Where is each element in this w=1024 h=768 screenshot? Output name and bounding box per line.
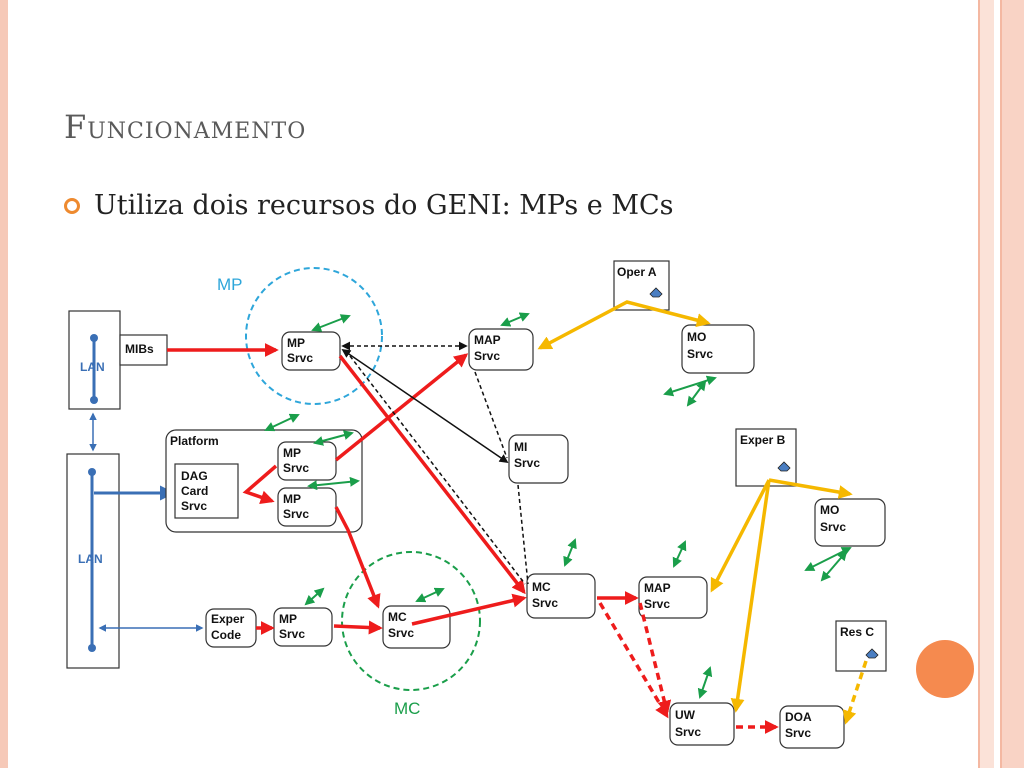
mp-srvc-bottom-l2: Srvc <box>279 627 305 641</box>
map-srvc-top-l2: Srvc <box>474 349 500 363</box>
mp-circle-label: MP <box>217 275 243 294</box>
mc-srvc-box <box>526 573 596 619</box>
mibs-label: MIBs <box>125 342 154 356</box>
mc-srvc-circle-l1: MC <box>388 610 407 624</box>
right-decor-stripe-outer <box>1000 0 1024 768</box>
mc-srvc-circle-l2: Srvc <box>388 626 414 640</box>
mo-srvc-top-l1: MO <box>687 330 706 344</box>
left-decor-stripe <box>0 0 8 768</box>
user-icon <box>649 287 663 298</box>
bullet-circle-icon <box>64 197 80 214</box>
mc-srvc-l2: Srvc <box>532 596 558 610</box>
dag-line-1: DAG <box>181 469 208 483</box>
mp-srvc-top-l2: Srvc <box>287 351 313 365</box>
lan-top-label: LAN <box>80 360 105 374</box>
mc-highlight-circle <box>341 551 481 691</box>
mo-srvc-right-l2: Srvc <box>820 520 846 534</box>
slide-title: Funcionamento <box>64 108 307 146</box>
user-icon <box>865 648 879 659</box>
uw-srvc-l2: Srvc <box>675 725 701 739</box>
exper-code-l2: Code <box>211 628 241 642</box>
mp-srvc-bottom-l1: MP <box>279 612 297 626</box>
doa-srvc-l1: DOA <box>785 710 812 724</box>
map-srvc-mid-l1: MAP <box>644 581 671 595</box>
res-c-label: Res C <box>840 625 874 639</box>
mc-srvc-circle-box <box>382 605 451 649</box>
platform-label: Platform <box>170 434 219 448</box>
mp-srvc-p2-l1: MP <box>283 492 301 506</box>
mibs-box <box>119 334 168 366</box>
oper-a-box <box>613 260 670 311</box>
mp-srvc-platform-1 <box>277 441 337 481</box>
doa-srvc-l2: Srvc <box>785 726 811 740</box>
mp-srvc-top-l1: MP <box>287 336 305 350</box>
mp-srvc-p1-l1: MP <box>283 446 301 460</box>
map-srvc-mid <box>638 576 708 619</box>
doa-srvc-box <box>779 705 845 749</box>
map-srvc-mid-l2: Srvc <box>644 597 670 611</box>
user-icon <box>777 461 791 472</box>
lan-bottom-label: LAN <box>78 552 103 566</box>
exper-b-label: Exper B <box>740 433 786 447</box>
uw-srvc-box <box>669 702 735 746</box>
dag-line-3: Srvc <box>181 499 207 513</box>
right-decor-stripe-inner <box>978 0 994 768</box>
mp-srvc-top <box>281 331 341 371</box>
mi-srvc-l2: Srvc <box>514 456 540 470</box>
dag-line-2: Card <box>181 484 208 498</box>
exper-b-box <box>735 428 797 487</box>
uw-srvc-l1: UW <box>675 708 696 722</box>
mp-highlight-circle <box>245 267 383 405</box>
mp-srvc-p2-l2: Srvc <box>283 507 309 521</box>
map-srvc-top-l1: MAP <box>474 333 501 347</box>
mi-srvc-box <box>508 434 569 484</box>
mc-circle-label: MC <box>394 699 420 718</box>
res-c-box <box>835 620 887 672</box>
mo-srvc-right-l1: MO <box>820 503 839 517</box>
bullet-item: Utiliza dois recursos do GENI: MPs e MCs <box>64 190 674 221</box>
exper-code-l1: Exper <box>211 612 245 626</box>
mi-srvc-l1: MI <box>514 440 527 454</box>
bullet-text: Utiliza dois recursos do GENI: MPs e MCs <box>94 190 674 221</box>
mc-srvc-l1: MC <box>532 580 551 594</box>
mo-srvc-top-l2: Srvc <box>687 347 713 361</box>
mp-srvc-p1-l2: Srvc <box>283 461 309 475</box>
oper-a-label: Oper A <box>617 265 657 279</box>
mo-srvc-right <box>814 498 886 547</box>
decorative-orange-circle <box>916 640 974 698</box>
dag-card-box <box>174 463 239 519</box>
